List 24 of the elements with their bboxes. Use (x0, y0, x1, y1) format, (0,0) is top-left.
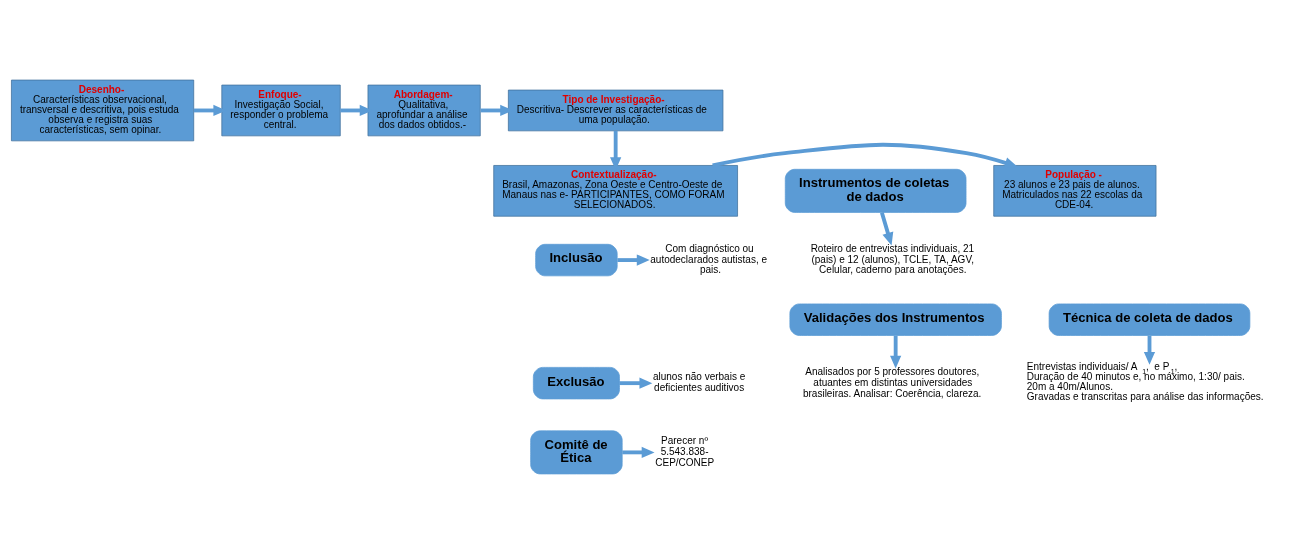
arrow (890, 335, 902, 369)
node-text: Analisados por 5 professores doutores, atuantes em distintas universidades brasileiras. Analisar: Coerência, clareza. (802, 365, 982, 399)
node-box: Desenho- Características observacional, transversal e descritiva, pois estuda observa e registra suas características, sem opinar. (11, 79, 195, 141)
arrow (619, 377, 653, 389)
node-box: Abordagem- Qualitativa, aprofundar a análise dos dados obtidos.- (367, 84, 481, 136)
node-box: Contextualização- Brasil, Amazonas, Zona Oeste e Centro-Oeste de Manaus nas e- PARTICIPANTES, COMO FORAM SELECIONADOS. (493, 164, 738, 217)
arrow (622, 446, 655, 458)
node-text: alunos não verbais e deficientes auditivos (652, 370, 746, 393)
node-text: Parecer nº 5.543.838- CEP/CONEP (655, 434, 715, 468)
node-box: Instrumentos de coletas de dados (784, 168, 967, 213)
node-box: Enfoque- Investigação Social, responder o problema central. (221, 84, 341, 136)
node-box: Validações dos Instrumentos (789, 303, 1002, 336)
node-text: Entrevistas individuais/ A$_{1}$, e P$_{1}$, Duração de 40 minutos e, no máximo, 1:30/ pais. 20m a 40m/Alunos. Gravadas e transcritas para análise das informações. (1026, 360, 1264, 402)
arrow (880, 211, 894, 245)
node-box: Comitê de Ética (530, 429, 623, 474)
node-box: Exclusão (532, 366, 620, 399)
node-box: População - 23 alunos e 23 pais de alunos. Matriculados nas 22 escolas da CDE-04. (993, 164, 1157, 217)
node-text: Com diagnóstico ou autodeclarados autistas, e pais. (650, 242, 768, 275)
node-box: Tipo de Investigação- Descritiva- Descrever as características de uma população. (507, 89, 724, 131)
node-box: Técnica de coleta de dados (1048, 303, 1251, 336)
arrow (617, 253, 650, 266)
arrow (712, 142, 1018, 168)
node-box: Inclusão (535, 243, 618, 276)
node-text: Roteiro de entrevistas individuais, 21 (pais) e 12 (alunos), TCLE, TA, AGV, Celular, caderno para anotações. (810, 242, 975, 275)
